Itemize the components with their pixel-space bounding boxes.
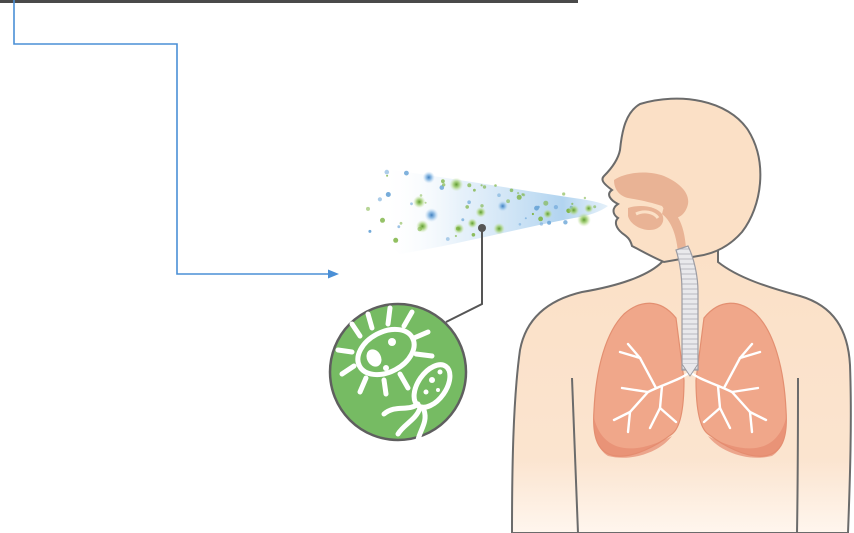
- droplet: [442, 183, 445, 186]
- droplet: [423, 171, 435, 183]
- droplet: [481, 184, 483, 186]
- droplet: [386, 192, 391, 197]
- human-respiratory-figure: [512, 99, 851, 533]
- droplet: [400, 222, 403, 225]
- droplet: [563, 220, 567, 224]
- droplet: [494, 184, 497, 187]
- droplet: [410, 202, 413, 205]
- droplet: [510, 189, 514, 193]
- droplet: [517, 195, 522, 200]
- droplet: [473, 189, 476, 192]
- droplet: [497, 193, 501, 197]
- droplet: [506, 199, 510, 203]
- droplet: [472, 233, 476, 237]
- droplet: [493, 223, 505, 235]
- droplet: [393, 238, 398, 243]
- aerosol-cloud: [366, 170, 608, 254]
- droplet: [418, 227, 422, 231]
- droplet: [456, 227, 460, 231]
- droplet: [497, 201, 508, 212]
- droplet: [537, 206, 540, 209]
- droplet: [525, 217, 527, 219]
- droplet: [476, 207, 487, 218]
- droplet: [465, 205, 469, 209]
- droplet: [532, 213, 534, 215]
- droplet: [467, 183, 471, 187]
- droplet: [446, 237, 450, 241]
- droplet: [441, 179, 445, 183]
- droplet: [386, 175, 388, 177]
- droplet: [483, 185, 486, 188]
- droplet: [366, 207, 370, 211]
- droplet: [461, 218, 464, 221]
- droplet: [519, 223, 522, 226]
- droplet: [455, 235, 457, 237]
- connector-arrow: [14, 0, 339, 279]
- droplet: [547, 221, 551, 225]
- droplet: [413, 196, 425, 208]
- droplet: [538, 217, 543, 222]
- droplet: [368, 230, 371, 233]
- droplet: [385, 170, 390, 175]
- droplet: [467, 200, 471, 204]
- droplet: [378, 197, 382, 201]
- arrowhead-icon: [328, 270, 339, 279]
- droplet: [416, 220, 429, 233]
- droplet: [397, 225, 400, 228]
- droplet: [543, 209, 552, 218]
- droplet: [584, 197, 586, 199]
- droplet: [522, 193, 525, 196]
- droplet: [568, 205, 579, 216]
- droplet: [543, 201, 548, 206]
- droplet: [593, 205, 596, 208]
- droplet: [571, 203, 573, 205]
- droplet: [425, 208, 439, 222]
- droplet: [380, 218, 385, 223]
- droplet: [467, 218, 477, 228]
- droplet: [577, 213, 591, 227]
- droplet: [540, 222, 543, 225]
- photo-edge-strip: [0, 0, 578, 3]
- pointer-dot: [478, 224, 486, 232]
- pathogen-badge: [330, 304, 466, 440]
- droplet: [562, 192, 565, 195]
- droplet: [584, 204, 593, 213]
- droplet: [517, 192, 519, 194]
- droplet: [554, 205, 558, 209]
- droplet: [450, 178, 464, 192]
- droplet: [404, 171, 409, 176]
- droplet: [480, 204, 483, 207]
- right-arm-line: [797, 378, 798, 533]
